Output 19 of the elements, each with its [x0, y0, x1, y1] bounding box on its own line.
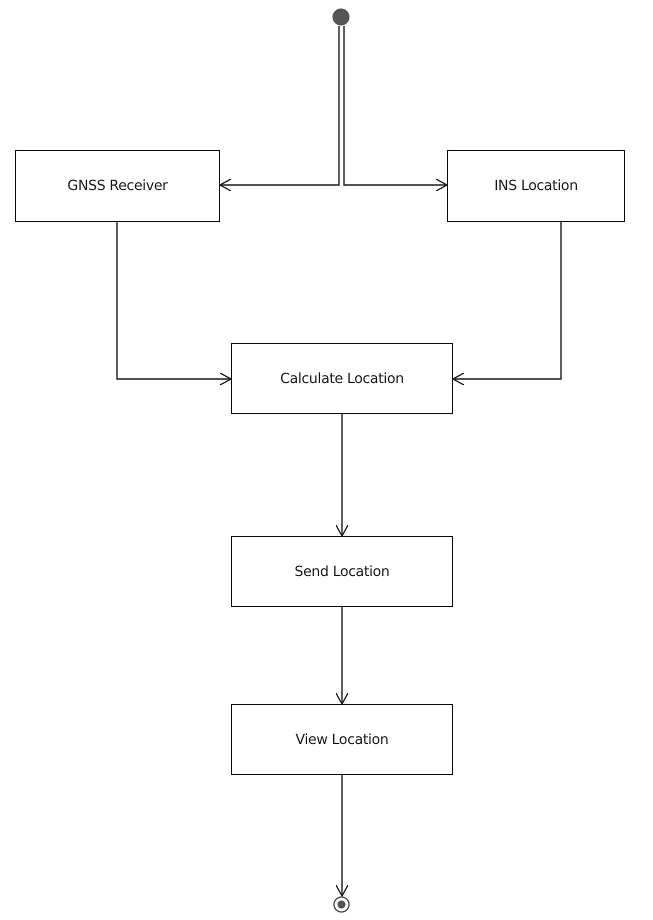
initial-node — [332, 8, 350, 26]
action-box — [447, 150, 625, 222]
action-label: View Location — [296, 732, 388, 748]
arrow — [219, 26, 340, 192]
action-label: GNSS Receiver — [67, 178, 168, 194]
action-box — [15, 150, 220, 222]
action-box — [231, 704, 453, 775]
action-box — [231, 343, 453, 414]
action-label: Send Location — [294, 564, 390, 580]
arrow — [335, 775, 349, 897]
action-box — [231, 536, 453, 607]
action-label: INS Location — [494, 178, 578, 194]
arrow — [116, 222, 232, 386]
arrow — [335, 414, 349, 537]
arrow — [452, 222, 562, 386]
arrow — [335, 607, 349, 705]
action-label: Calculate Location — [280, 370, 404, 386]
final-node — [333, 896, 350, 913]
arrow — [343, 26, 448, 192]
